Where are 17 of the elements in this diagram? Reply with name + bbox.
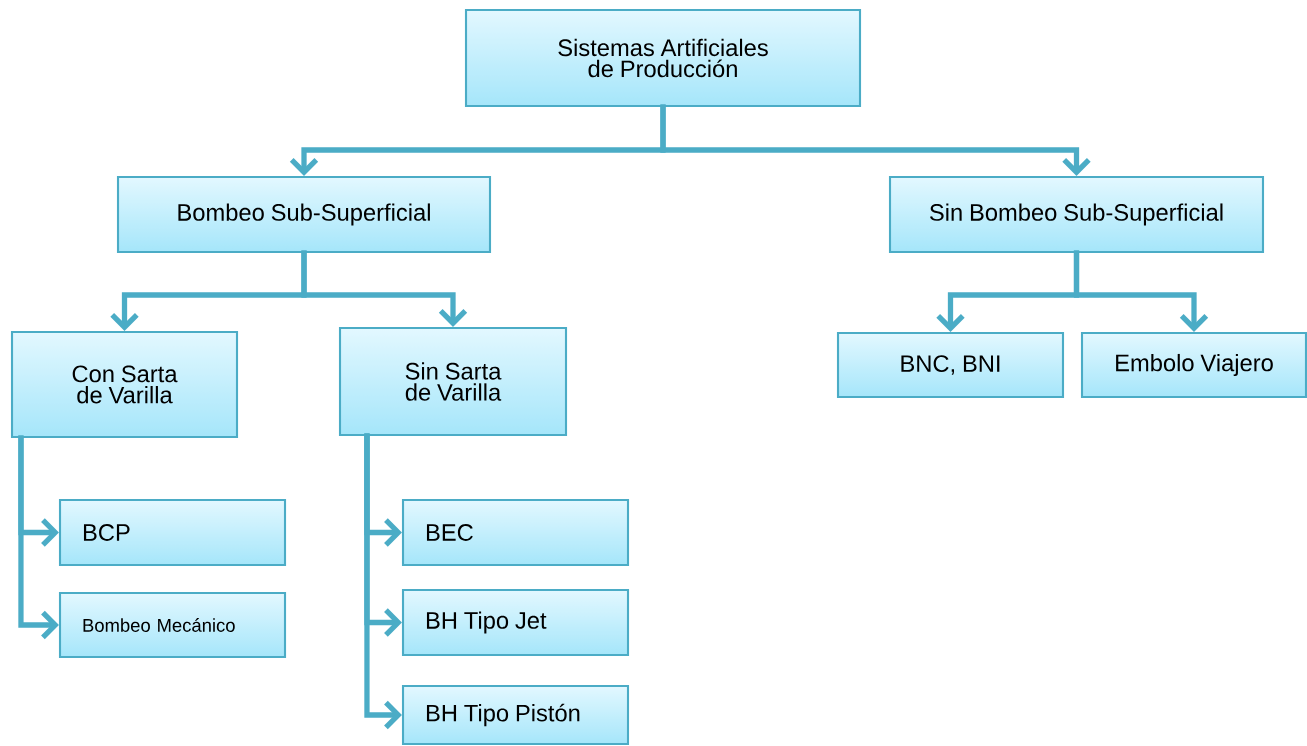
process-box: Sin Sarta de Varilla (338, 326, 568, 437)
process-box: BEC (401, 498, 630, 567)
process-box: BH Tipo Jet (401, 588, 630, 657)
process-box: Sin Bombeo Sub-Superficial (888, 175, 1265, 254)
process-box: Bombeo Sub-Superficial (116, 175, 492, 254)
arrow (1073, 250, 1209, 332)
process-box: BCP (58, 498, 287, 567)
arrow (18, 435, 59, 640)
arrow (660, 104, 1091, 176)
arrow (301, 250, 468, 327)
process-box: Con Sarta de Varilla (10, 330, 239, 439)
process-box: BNC, BNI (836, 331, 1065, 399)
process-box: Embolo Viajero (1080, 331, 1307, 399)
arrow (364, 433, 402, 730)
process-box: Bombeo Mecánico (58, 591, 287, 659)
process-box: Sistemas Artificiales de Producción (464, 8, 862, 108)
process-box: BH Tipo Pistón (401, 684, 630, 746)
